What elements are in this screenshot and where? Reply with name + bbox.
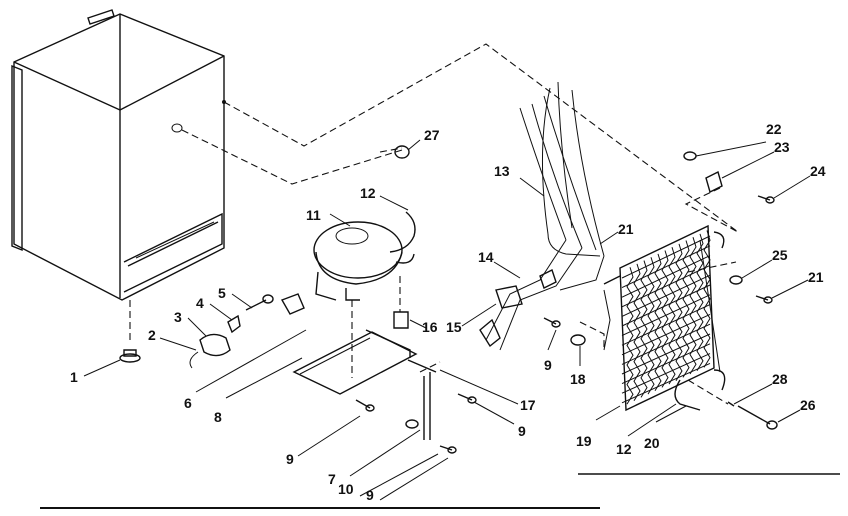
coil-fin <box>675 243 683 381</box>
leader-routes <box>129 43 739 405</box>
coil-tube <box>621 245 711 289</box>
callout-14: 14 <box>478 249 494 265</box>
coil-fin <box>640 260 648 398</box>
callout-15: 15 <box>446 319 462 335</box>
callout-6: 6 <box>184 395 192 411</box>
callout-4: 4 <box>196 295 204 311</box>
callout-12-bottom: 12 <box>616 441 632 457</box>
coil-tube <box>621 235 711 279</box>
callout-10: 10 <box>338 481 354 497</box>
callout-25: 25 <box>772 247 788 263</box>
cabinet <box>11 9 226 301</box>
coil-fin <box>696 233 704 371</box>
coil-fin <box>661 250 669 388</box>
coil-fin <box>626 267 634 405</box>
coil-hatch <box>621 230 711 405</box>
small-parts <box>119 293 305 369</box>
baselines <box>40 473 840 509</box>
callout-24: 24 <box>810 163 826 179</box>
coil-tube <box>621 284 711 327</box>
right-hardware <box>355 145 778 454</box>
callout-9-middle: 9 <box>518 423 526 439</box>
coil-fin <box>703 230 711 368</box>
callout-22: 22 <box>766 121 782 137</box>
compressor <box>313 211 416 301</box>
coil-fin <box>668 247 676 385</box>
callout-21-top: 21 <box>618 221 634 237</box>
callout-16: 16 <box>422 319 438 335</box>
coil-tube <box>621 264 711 308</box>
callout-9-harness: 9 <box>544 357 552 373</box>
coil-fin <box>682 240 690 378</box>
callout-17: 17 <box>520 397 536 413</box>
wiring-harness <box>479 81 605 351</box>
coil-fin <box>633 263 641 402</box>
callout-18: 18 <box>570 371 586 387</box>
callout-1: 1 <box>70 369 78 385</box>
callout-27: 27 <box>424 127 440 143</box>
callout-2: 2 <box>148 327 156 343</box>
callout-23: 23 <box>774 139 790 155</box>
condenser-coil <box>603 224 726 412</box>
callout-9-bottom: 9 <box>366 487 374 503</box>
callout-12-top: 12 <box>360 185 376 201</box>
callout-13: 13 <box>494 163 510 179</box>
callout-9-left: 9 <box>286 451 294 467</box>
coil-fin <box>689 237 697 375</box>
callout-8: 8 <box>214 409 222 425</box>
callout-5: 5 <box>218 285 226 301</box>
coil-fin <box>647 257 655 395</box>
callout-21-right: 21 <box>808 269 824 285</box>
callout-11: 11 <box>306 207 321 223</box>
callout-labels: 1 2 3 4 5 6 7 8 9 9 9 9 10 11 12 12 13 1… <box>70 121 826 503</box>
callout-leaders <box>83 139 811 501</box>
callout-28: 28 <box>772 371 788 387</box>
base-bracket <box>292 329 437 440</box>
callout-20: 20 <box>644 435 660 451</box>
coil-fin <box>654 253 662 391</box>
callout-19: 19 <box>576 433 592 449</box>
coil-tube <box>621 353 711 394</box>
callout-7: 7 <box>328 471 336 487</box>
callout-3: 3 <box>174 309 182 325</box>
callout-26: 26 <box>800 397 816 413</box>
